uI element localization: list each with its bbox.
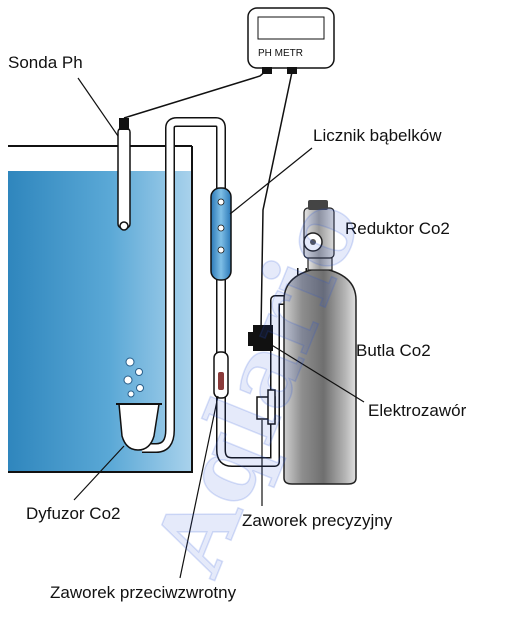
label-check-valve: Zaworek przeciwzwrotny <box>50 583 237 602</box>
label-regulator: Reduktor Co2 <box>345 219 450 238</box>
label-diffuser: Dyfuzor Co2 <box>26 504 120 523</box>
leader-bubble-counter <box>229 147 313 215</box>
label-cylinder: Butla Co2 <box>356 341 431 360</box>
ph-meter-plug-right <box>287 67 297 74</box>
leader-lines <box>73 77 365 579</box>
co2-cylinder <box>283 267 357 485</box>
co2-diffuser <box>116 357 162 451</box>
ph-probe <box>117 118 131 231</box>
label-ph-probe: Sonda Ph <box>8 53 83 72</box>
label-solenoid: Elektrozawór <box>368 401 467 420</box>
leader-check-valve <box>179 395 219 579</box>
leader-ph-probe <box>77 77 119 137</box>
solenoid-cable <box>260 71 293 331</box>
regulator-knob <box>308 200 328 210</box>
check-valve <box>213 351 229 399</box>
aquarium-water <box>8 171 192 471</box>
co2-regulator <box>303 200 335 271</box>
bubble-counter <box>210 187 232 281</box>
co2-tubing <box>142 117 307 467</box>
label-bubble-counter: Licznik bąbelków <box>313 126 442 145</box>
ph-meter-display <box>257 16 325 40</box>
ph-probe-cap <box>119 118 129 130</box>
aquarium <box>8 145 193 473</box>
leader-solenoid <box>269 343 365 403</box>
ph-meter: PH METR <box>247 7 335 74</box>
diffuser-bubbles <box>123 357 144 398</box>
leader-diffuser <box>73 445 125 501</box>
solenoid-valve <box>248 325 273 351</box>
probe-cable <box>123 69 268 119</box>
label-needle-valve: Zaworek precyzyjny <box>242 511 393 530</box>
needle-valve <box>256 389 276 425</box>
ph-meter-label: PH METR <box>258 48 303 59</box>
